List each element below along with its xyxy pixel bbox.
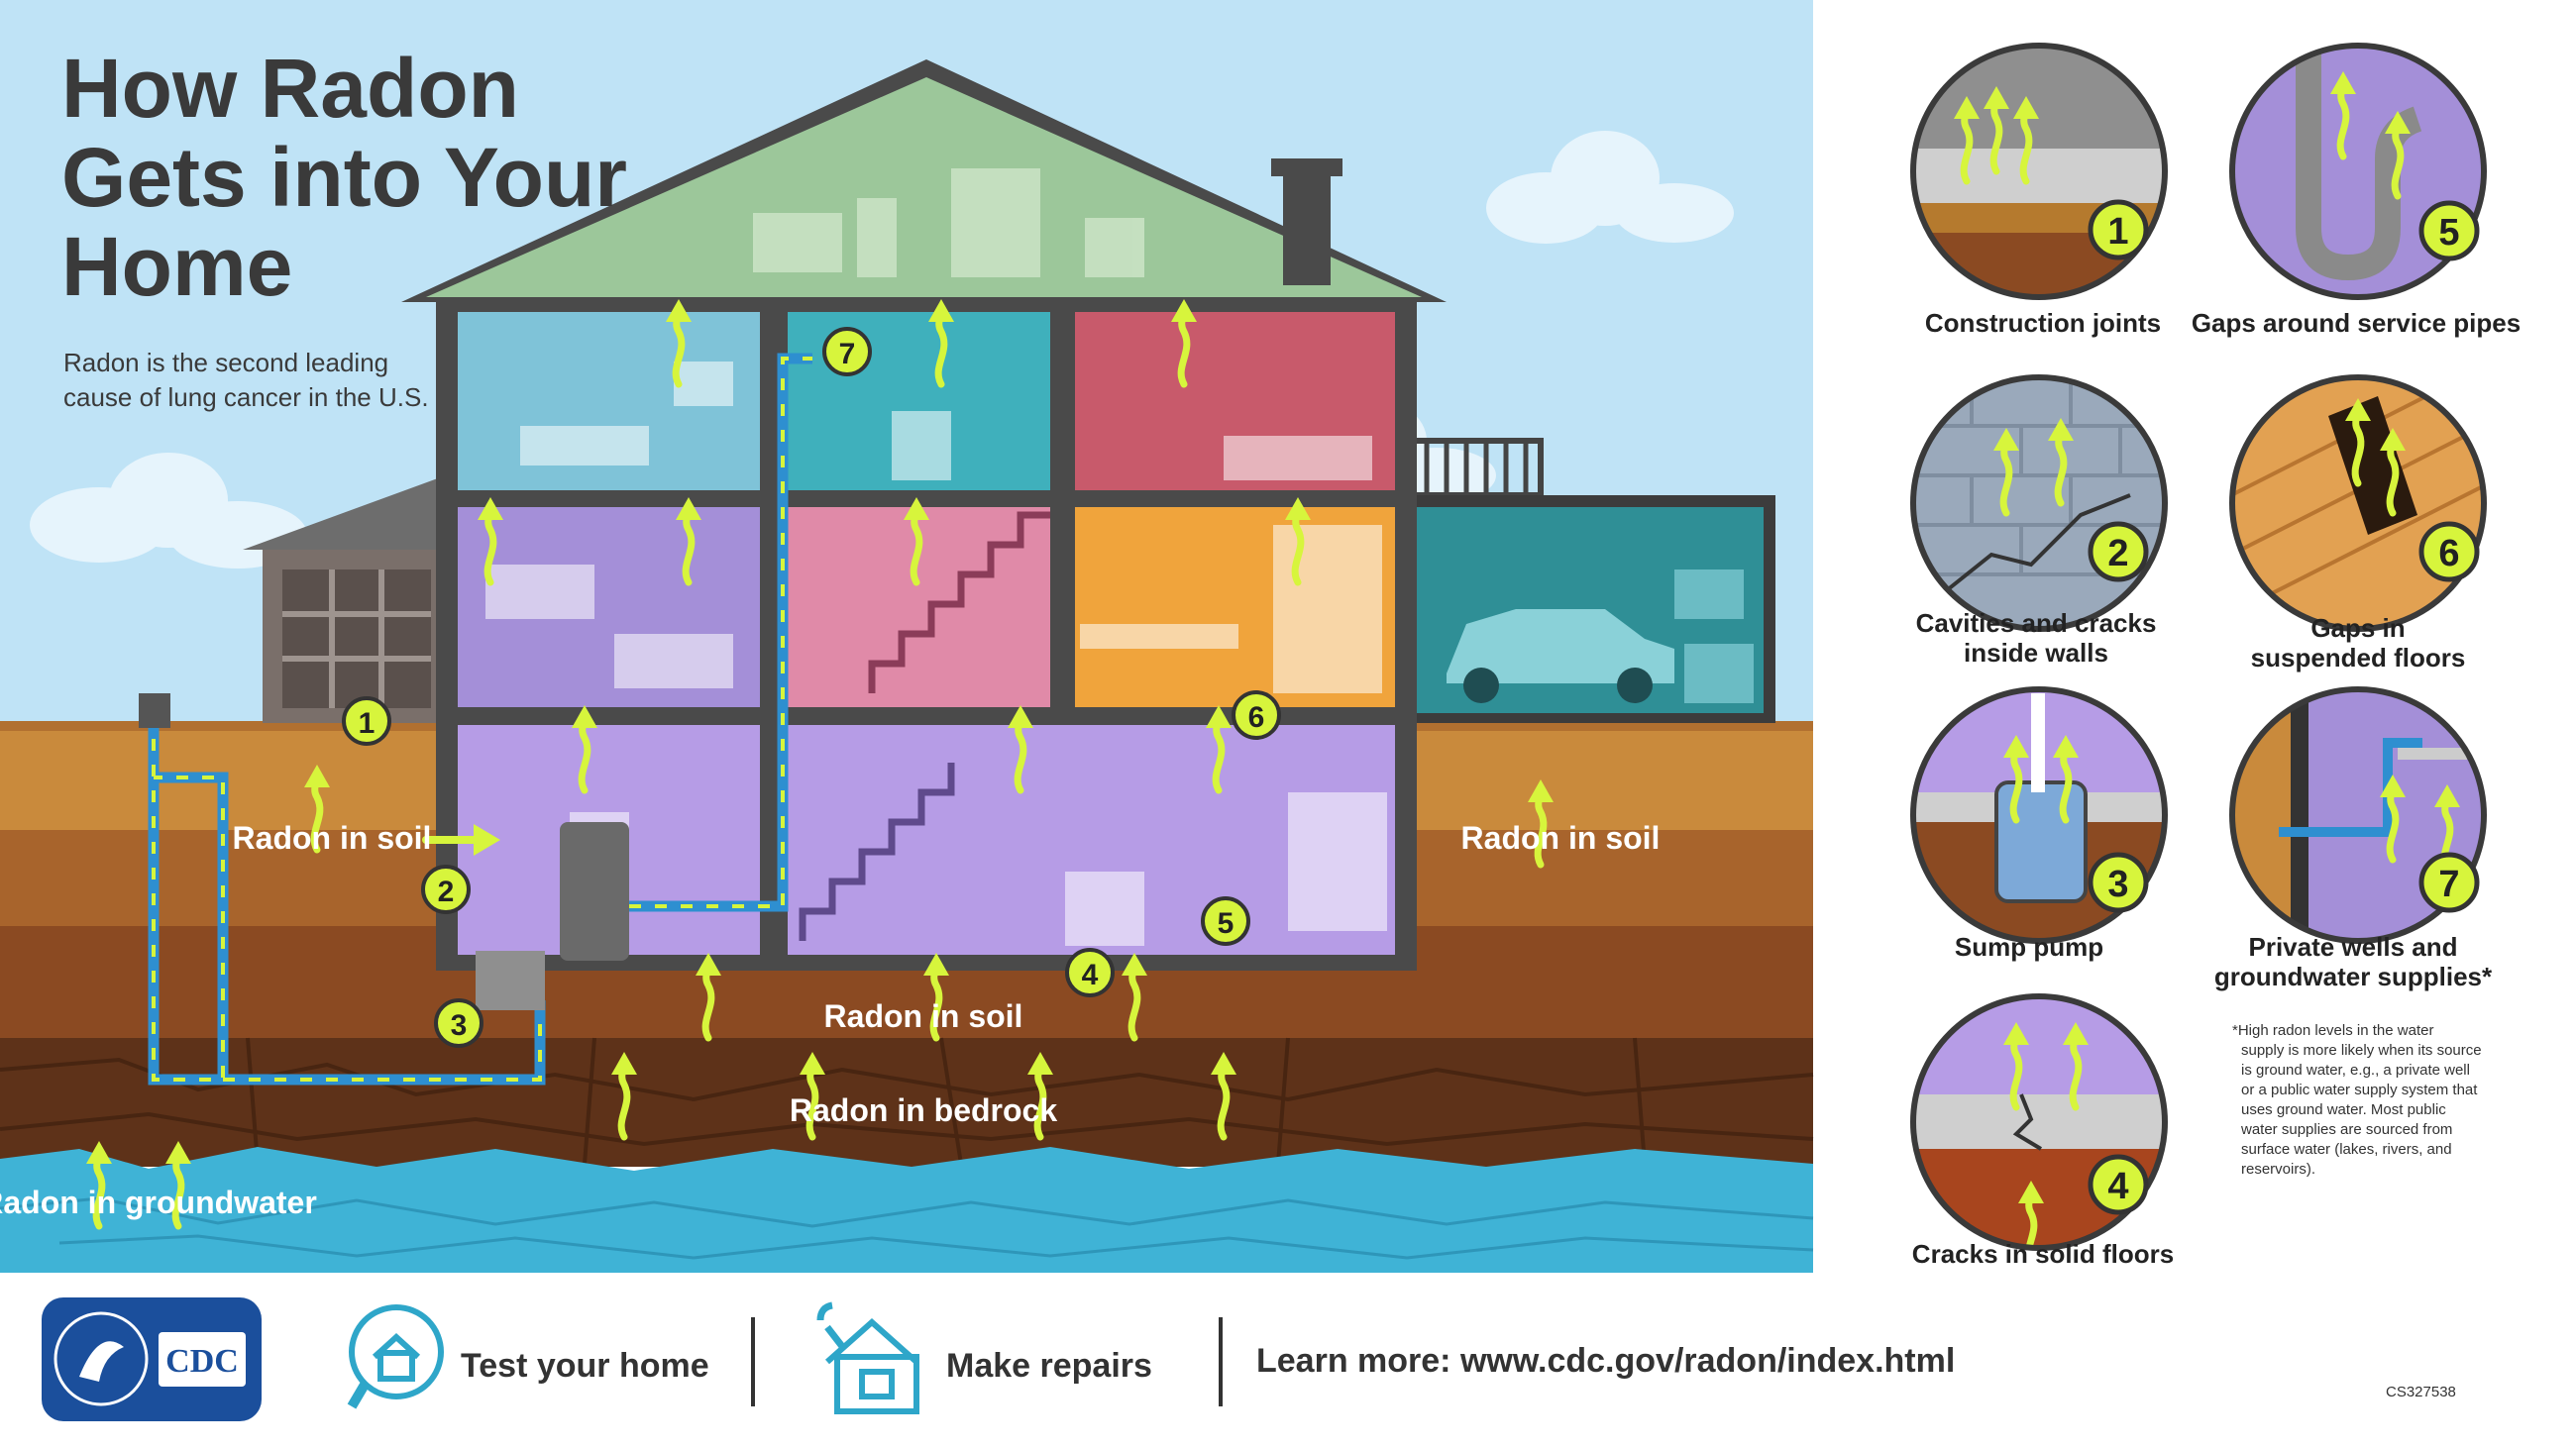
entry-point-5: 5 Gaps around service pipes: [2192, 43, 2521, 338]
svg-text:1: 1: [2107, 211, 2128, 253]
svg-text:CDC: CDC: [165, 1343, 239, 1380]
make-repairs: Make repairs: [816, 1301, 1152, 1414]
svg-text:groundwater supplies*: groundwater supplies*: [2214, 962, 2493, 991]
entry-point-7: 7 Private wells and groundwater supplies…: [2214, 686, 2493, 991]
svg-text:4: 4: [1082, 959, 1099, 991]
svg-text:6: 6: [2438, 533, 2459, 574]
svg-text:7: 7: [839, 338, 856, 370]
marker-6: 6: [1232, 690, 1281, 740]
house: [139, 59, 1447, 1086]
svg-text:Make repairs: Make repairs: [946, 1347, 1152, 1385]
svg-text:or a public water supply syste: or a public water supply system that: [2241, 1082, 2478, 1098]
svg-text:3: 3: [2107, 864, 2128, 905]
entry-point-4: 4 Cracks in solid floors: [1910, 993, 2174, 1269]
svg-text:Test your home: Test your home: [461, 1347, 709, 1385]
learn-more-link[interactable]: Learn more: www.cdc.gov/radon/index.html: [1256, 1342, 1955, 1380]
entry-points-panel: 1 Construction joints 2 Cavities and cra…: [1910, 43, 2521, 1269]
entry-point-2-label: Cavities and cracks: [1916, 608, 2157, 638]
label-radon-in-groundwater: Radon in groundwater: [0, 1185, 317, 1220]
bedrock-layer: [0, 1038, 1813, 1167]
marker-3: 3: [434, 998, 483, 1048]
label-radon-in-soil-left: Radon in soil: [233, 820, 432, 856]
svg-text:Home: Home: [61, 220, 292, 313]
page-title: How Radon Gets into Your Home: [61, 42, 627, 313]
house-cutaway-scene: 1 2 3 4 5 6 7 Radon in soil Radon in soi…: [0, 0, 1814, 1273]
svg-text:5: 5: [2438, 212, 2459, 254]
entry-point-7-label: Private wells and: [2249, 932, 2458, 962]
label-radon-in-soil-right: Radon in soil: [1461, 820, 1661, 856]
svg-text:2: 2: [438, 876, 455, 908]
marker-2: 2: [421, 865, 471, 914]
entry-point-6: 6 Gaps in suspended floors: [2229, 374, 2487, 673]
radon-arrows: [86, 299, 1554, 1226]
test-your-home: Test your home: [347, 1304, 709, 1409]
entry-point-1-label: Construction joints: [1925, 308, 2161, 338]
svg-text:is ground water, e.g., a priva: is ground water, e.g., a private well: [2241, 1062, 2470, 1079]
marker-4: 4: [1065, 948, 1115, 997]
svg-text:5: 5: [1218, 907, 1234, 940]
svg-text:1: 1: [359, 707, 376, 740]
footer: CDC Test your home Make repairs Learn mo…: [42, 1297, 2456, 1421]
svg-text:7: 7: [2438, 864, 2459, 905]
marker-5: 5: [1201, 896, 1250, 946]
entry-point-2: 2 Cavities and cracks inside walls: [1910, 374, 2168, 668]
label-radon-in-bedrock: Radon in bedrock: [790, 1092, 1057, 1128]
label-radon-in-soil-bottom: Radon in soil: [824, 998, 1023, 1034]
document-code: CS327538: [2386, 1384, 2456, 1400]
svg-text:suspended floors: suspended floors: [2251, 643, 2466, 673]
svg-text:uses ground water. Most public: uses ground water. Most public: [2241, 1101, 2446, 1118]
entry-point-6-label: Gaps in: [2310, 613, 2405, 643]
marker-1: 1: [342, 696, 391, 746]
cdc-logo: CDC: [42, 1297, 262, 1421]
svg-text:4: 4: [2107, 1166, 2128, 1207]
entry-point-3-label: Sump pump: [1955, 932, 2103, 962]
entry-point-4-label: Cracks in solid floors: [1912, 1239, 2174, 1269]
svg-text:supply is more likely when its: supply is more likely when its source: [2241, 1042, 2482, 1059]
magnifier-house-icon: [347, 1304, 444, 1409]
marker-7: 7: [822, 327, 872, 376]
subtitle: Radon is the second leading cause of lun…: [63, 348, 429, 412]
svg-text:reservoirs).: reservoirs).: [2241, 1161, 2315, 1178]
groundwater-layer: [0, 1147, 1813, 1273]
svg-text:cause of lung cancer in the U.: cause of lung cancer in the U.S.: [63, 382, 429, 412]
svg-text:*High radon levels in the wate: *High radon levels in the water: [2232, 1022, 2433, 1039]
wrench-house-icon: [816, 1301, 919, 1414]
entry-point-1: 1 Construction joints: [1910, 43, 2168, 338]
entry-point-5-label: Gaps around service pipes: [2192, 308, 2521, 338]
footnote: *High radon levels in the water supply i…: [2232, 1022, 2482, 1178]
svg-text:2: 2: [2107, 533, 2128, 574]
svg-text:surface water (lakes, rivers,: surface water (lakes, rivers, and: [2241, 1141, 2452, 1158]
svg-text:Radon is the second leading: Radon is the second leading: [63, 348, 388, 377]
svg-text:Gets into Your: Gets into Your: [61, 131, 627, 224]
hhs-eagle-icon: [79, 1341, 124, 1382]
svg-text:3: 3: [451, 1009, 468, 1042]
svg-text:inside walls: inside walls: [1964, 638, 2108, 668]
svg-text:How Radon: How Radon: [61, 42, 519, 135]
scene-markers: 1 2 3 4 5 6 7: [342, 327, 1281, 1048]
svg-text:water supplies are sourced fro: water supplies are sourced from: [2240, 1121, 2452, 1138]
svg-text:6: 6: [1248, 701, 1265, 734]
entry-point-3: 3 Sump pump: [1910, 686, 2168, 962]
